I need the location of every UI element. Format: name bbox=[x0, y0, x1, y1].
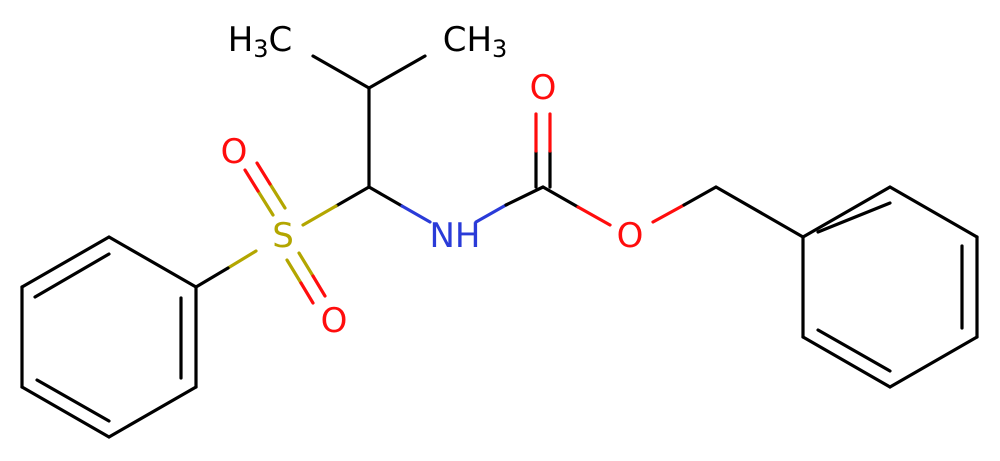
oxygen-sulfonyl-bottom-label: O bbox=[321, 301, 348, 341]
bonds bbox=[20, 54, 979, 439]
bond-c1-n-nitrogen-half bbox=[400, 204, 432, 224]
bond-c-oester-oxygen-half bbox=[576, 205, 612, 227]
bond-so-bottom-b-sulfur bbox=[297, 251, 315, 278]
bond-so-bottom-a-sulfur bbox=[285, 258, 303, 285]
left-ring-bond-2 bbox=[20, 235, 111, 289]
bond-ch2-phenyl bbox=[714, 185, 805, 239]
left-ring-bond-5 bbox=[107, 385, 198, 439]
left-ring-inner-1 bbox=[33, 252, 111, 299]
sulfur-label: S bbox=[272, 216, 294, 256]
right-ring-inner-3 bbox=[816, 328, 892, 373]
bond-s-phenyl-sulfur-half bbox=[226, 249, 258, 270]
left-ring-inner-2 bbox=[35, 378, 111, 423]
bond-so-top-a-oxygen bbox=[243, 168, 260, 193]
atom-labels: H3C CH3 O O S NH O O bbox=[221, 20, 644, 341]
oxygen-ester-label: O bbox=[617, 216, 644, 256]
right-ring-bond-1 bbox=[801, 185, 892, 239]
bond-c1-s-carbon-half bbox=[334, 185, 371, 208]
oxygen-carbonyl-label: O bbox=[530, 68, 557, 108]
bond-n-c-carbon-half bbox=[504, 185, 545, 207]
methyl-right-label: CH3 bbox=[443, 20, 508, 63]
bond-methyl-right bbox=[367, 54, 427, 90]
bond-so-top-a-sulfur bbox=[256, 189, 275, 217]
bond-so-top-b-sulfur bbox=[268, 182, 287, 210]
bond-oester-ch2-carbon-half bbox=[682, 185, 718, 207]
bond-oester-ch2-oxygen-half bbox=[651, 203, 686, 224]
bond-so-top-b-oxygen bbox=[255, 161, 272, 186]
bond-so-bottom-a-oxygen bbox=[299, 281, 315, 305]
right-ring-bond-2 bbox=[888, 185, 979, 239]
right-ring-bond-5 bbox=[801, 335, 892, 389]
bond-methyl-left bbox=[311, 54, 371, 90]
bond-so-bottom-b-oxygen bbox=[311, 274, 327, 298]
bond-s-phenyl-carbon-half bbox=[194, 266, 230, 289]
methyl-left-label: H3C bbox=[228, 20, 293, 63]
right-ring-inner-1 bbox=[816, 201, 892, 234]
right-ring-bond-4 bbox=[888, 335, 979, 389]
bond-c1-s-sulfur-half bbox=[301, 204, 338, 227]
left-ring-bond-4 bbox=[20, 385, 111, 439]
oxygen-sulfonyl-top-label: O bbox=[221, 132, 248, 172]
bond-c1-n-carbon-half bbox=[367, 185, 404, 208]
nitrogen-label: NH bbox=[430, 216, 481, 256]
bond-n-c-nitrogen-half bbox=[474, 203, 508, 224]
left-ring-bond-1 bbox=[107, 235, 198, 289]
bond-c-oester-carbon-half bbox=[541, 185, 580, 209]
